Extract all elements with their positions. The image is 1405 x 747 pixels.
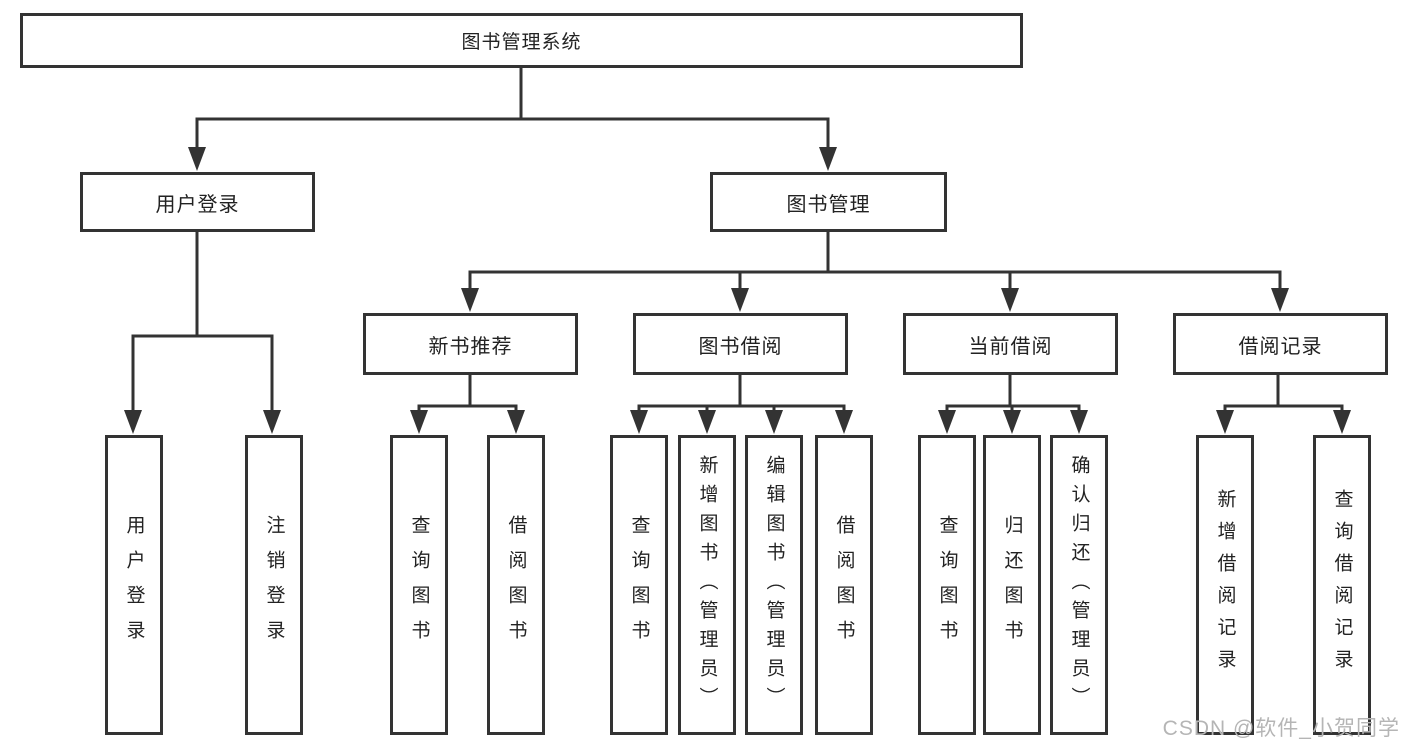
arrowhead-leaf-6: [765, 410, 783, 434]
arrowhead-book-mgmt: [819, 147, 837, 171]
leaf-logout-label: 注销登录: [263, 515, 285, 655]
leaf-query-books-borrowing: 查询图书: [610, 435, 668, 735]
leaf-query-borrow-record: 查询借阅记录: [1313, 435, 1371, 735]
leaf-query-books-recommend: 查询图书: [390, 435, 448, 735]
arrowhead-leaf-8: [938, 410, 956, 434]
arrowhead-borrow-records: [1271, 288, 1289, 312]
arrowhead-leaf-0: [124, 410, 142, 434]
leaf-add-book-admin: 新增图书（管理员）: [678, 435, 736, 735]
node-system-root: 图书管理系统: [20, 13, 1023, 68]
arrowhead-leaf-7: [835, 410, 853, 434]
node-book-borrowing: 图书借阅: [633, 313, 848, 375]
leaf-borrow-books-recommend: 借阅图书: [487, 435, 545, 735]
node-new-book-recommend-label: 新书推荐: [428, 335, 513, 358]
connector-user-login-to-leaves: [131, 230, 274, 413]
connector-book-mgmt-to-level3: [468, 230, 1282, 291]
connector-book-borrow-to-leaves: [637, 373, 846, 414]
leaf-query-books-current-label: 查询图书: [936, 515, 958, 655]
arrowhead-new-book: [461, 288, 479, 312]
csdn-watermark: CSDN @软件_小贺同学: [1162, 717, 1400, 740]
leaf-borrow-books-recommend-label: 借阅图书: [505, 515, 527, 655]
leaf-return-books: 归还图书: [983, 435, 1041, 735]
leaf-borrow-books-borrowing: 借阅图书: [815, 435, 873, 735]
leaf-logout: 注销登录: [245, 435, 303, 735]
arrowhead-book-borrow: [731, 288, 749, 312]
arrowhead-leaf-5: [698, 410, 716, 434]
connector-borrow-records-to-leaves: [1223, 373, 1344, 414]
node-current-borrowing-label: 当前借阅: [968, 335, 1053, 358]
leaf-query-books-recommend-label: 查询图书: [408, 515, 430, 655]
arrowhead-current-borrow: [1001, 288, 1019, 312]
arrowhead-leaf-4: [630, 410, 648, 434]
arrowhead-leaf-10: [1070, 410, 1088, 434]
node-borrowing-records: 借阅记录: [1173, 313, 1388, 375]
leaf-add-book-admin-label: 新增图书（管理员）: [696, 454, 718, 716]
leaf-return-books-label: 归还图书: [1001, 515, 1023, 655]
node-user-login: 用户登录: [80, 172, 315, 232]
node-system-root-label: 图书管理系统: [461, 32, 582, 53]
arrowhead-leaf-12: [1333, 410, 1351, 434]
node-book-management: 图书管理: [710, 172, 947, 232]
arrowhead-leaf-9: [1003, 410, 1021, 434]
arrowhead-leaf-1: [263, 410, 281, 434]
leaf-edit-book-admin-label: 编辑图书（管理员）: [763, 454, 785, 716]
leaf-edit-book-admin: 编辑图书（管理员）: [745, 435, 803, 735]
arrowhead-leaf-11: [1216, 410, 1234, 434]
leaf-query-books-borrowing-label: 查询图书: [628, 515, 650, 655]
leaf-user-login-label: 用户登录: [123, 515, 145, 655]
connector-new-book-to-leaves: [417, 373, 518, 414]
leaf-user-login: 用户登录: [105, 435, 163, 735]
connector-current-borrow-to-leaves: [945, 373, 1081, 414]
leaf-add-borrow-record: 新增借阅记录: [1196, 435, 1254, 735]
node-book-borrowing-label: 图书借阅: [698, 335, 783, 358]
node-new-book-recommend: 新书推荐: [363, 313, 578, 375]
arrowhead-user-login: [188, 147, 206, 171]
node-current-borrowing: 当前借阅: [903, 313, 1118, 375]
arrowhead-leaf-2: [410, 410, 428, 434]
arrowhead-leaf-3: [507, 410, 525, 434]
leaf-borrow-books-borrowing-label: 借阅图书: [833, 515, 855, 655]
leaf-query-borrow-record-label: 查询借阅记录: [1331, 489, 1353, 681]
leaf-confirm-return-admin: 确认归还（管理员）: [1050, 435, 1108, 735]
node-user-login-label: 用户登录: [155, 193, 240, 216]
leaf-confirm-return-admin-label: 确认归还（管理员）: [1068, 454, 1090, 716]
node-book-management-label: 图书管理: [786, 193, 871, 216]
connector-root-to-level2: [195, 66, 830, 150]
node-borrowing-records-label: 借阅记录: [1238, 335, 1323, 358]
leaf-add-borrow-record-label: 新增借阅记录: [1214, 489, 1236, 681]
leaf-query-books-current: 查询图书: [918, 435, 976, 735]
